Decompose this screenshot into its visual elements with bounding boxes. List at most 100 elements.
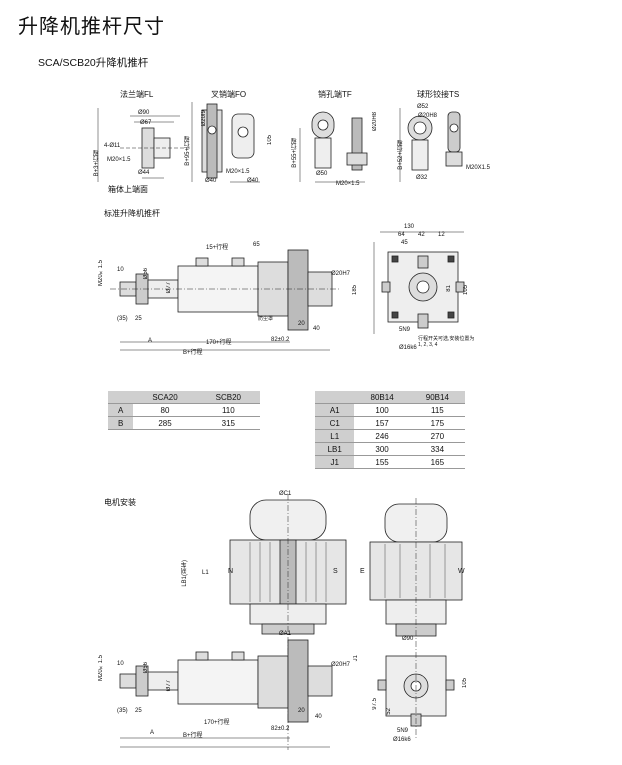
dim-mt-5n9: 5N9	[397, 728, 409, 734]
dim-mt-n: N	[228, 568, 234, 575]
standard-actuator-drawing	[110, 231, 465, 351]
dim-st-d77: Ø77	[166, 282, 172, 294]
dim-mt-b: B+行程	[183, 733, 203, 739]
dim-sv-12: 12	[438, 232, 445, 238]
end-label-fl: 法兰端FL	[120, 90, 154, 99]
dim-mt-e: E	[360, 568, 365, 575]
table-row: C1 157 175	[315, 416, 465, 430]
dim-mt-105: 105	[462, 678, 468, 689]
end-label-tf: 销孔端TF	[318, 90, 352, 99]
table1-cell: 285	[133, 416, 197, 430]
dim-sv-64: 64	[398, 232, 405, 238]
page-title: 升降机推杆尺寸	[18, 16, 165, 38]
dim-st-m20: M20×1.5	[98, 260, 104, 287]
dim-fo-m20: M20×1.5	[226, 169, 250, 175]
table2-header-80b14: 80B14	[354, 391, 410, 404]
table2-cell: 246	[354, 429, 410, 443]
dim-sv-81: 81	[446, 285, 452, 292]
table2-cell: 115	[409, 403, 465, 417]
dim-sv-130: 130	[404, 224, 415, 230]
table1-cell: A	[108, 403, 134, 417]
dim-mt-da1: ØA1	[279, 631, 292, 637]
dim-tf-d50: Ø50	[316, 171, 328, 177]
dim-mt-l1: L1	[202, 570, 209, 576]
dim-mt-m20: M20×1.5	[98, 655, 104, 682]
dim-ts-b52: B+52+行程	[398, 140, 404, 170]
dim-st-170: 170+行程	[206, 340, 232, 346]
dim-st-a: A	[148, 338, 153, 344]
page-subtitle: SCA/SCB20升降机推杆	[38, 57, 149, 69]
dim-st-20: 20	[298, 321, 305, 327]
table2-header-90b14: 90B14	[409, 391, 465, 404]
dim-mt-d77: Ø77	[166, 680, 172, 692]
table2-cell: LB1	[315, 442, 355, 456]
dim-mt-170: 170+行程	[204, 720, 230, 726]
dim-fl-d44: Ø44	[138, 170, 150, 176]
dim-st-40: 40	[313, 326, 320, 332]
motor-mount-drawing	[119, 494, 463, 750]
dim-mt-82: 82±0.2	[271, 726, 290, 732]
dim-sv-105: 105	[463, 285, 469, 296]
dim-ts-d52: Ø52	[417, 104, 429, 110]
section-standard: 标准升降机推杆	[104, 209, 160, 218]
dim-st-25: 25	[135, 316, 142, 322]
dim-fo-40: Ø40	[247, 178, 259, 184]
dim-tf-b55: B+55+行程	[292, 138, 298, 168]
dim-tf-m20: M20×1.5	[336, 181, 360, 187]
table-row: B 285 315	[108, 416, 260, 430]
dim-st-35: (35)	[117, 316, 128, 322]
dim-st-82: 82±0.2	[271, 337, 290, 343]
table2-cell: A1	[315, 403, 355, 417]
switch-note: 行程开关可选,安装位置为1, 2, 3, 4	[418, 336, 475, 348]
dim-st-b: B+行程	[183, 350, 203, 356]
table1-header-scb20: SCB20	[196, 391, 260, 404]
dim-sv-42: 42	[418, 232, 425, 238]
table2-cell: 334	[409, 442, 465, 456]
dim-ts-d20: Ø20H8	[418, 113, 438, 119]
table-row: J1 155 165	[315, 455, 465, 469]
dim-sv-5n9: 5N9	[399, 327, 411, 333]
dim-fo-105: 105	[267, 135, 273, 146]
dim-mt-d90: Ø90	[402, 636, 414, 642]
dim-mt-35: (35)	[117, 708, 128, 714]
table1-cell: B	[108, 416, 134, 430]
pinhole-end-drawing	[299, 111, 368, 183]
table-stroke-dims: SCA20 SCB20 A 80 110 B 285 315	[108, 391, 260, 430]
dim-ts-m20: M20X1.5	[466, 165, 491, 171]
dim-fl-d67: Ø67	[140, 120, 152, 126]
dim-mt-d20: Ø20H7	[331, 662, 351, 668]
dim-mt-975: 97.5	[372, 698, 378, 710]
section-motor: 电机安装	[104, 498, 136, 507]
table2-cell: 155	[354, 455, 410, 469]
dim-fo-d40: Ø40	[205, 178, 217, 184]
dim-mt-w: W	[458, 568, 465, 575]
dim-fo-d20: Ø20f9	[201, 110, 207, 127]
dim-mt-j1: J1	[353, 655, 359, 662]
table2-header-blank	[315, 391, 355, 404]
dim-st-dust: 防尘罩	[258, 316, 274, 322]
table1-header-blank	[108, 391, 134, 404]
table2-cell: J1	[315, 455, 355, 469]
end-label-fo: 叉销端FO	[211, 90, 247, 99]
table2-cell: 270	[409, 429, 465, 443]
dim-mt-52: 52	[386, 708, 392, 715]
dim-mt-s: S	[333, 568, 338, 575]
table2-cell: 300	[354, 442, 410, 456]
dim-mt-40: 40	[315, 714, 322, 720]
balljoint-end-drawing	[399, 108, 463, 182]
dim-sv-45: 45	[401, 240, 408, 246]
dim-mt-dc1: ØC1	[279, 491, 292, 497]
table-row: LB1 300 334	[315, 442, 465, 456]
housing-note: 箱体上端面	[108, 185, 148, 194]
dim-mt-10: 10	[117, 661, 124, 667]
table-motor-dims: 80B14 90B14 A1 100 115 C1 157 175 L1 246…	[315, 391, 465, 469]
dim-mt-lb1: LB1(刹车)	[182, 560, 188, 587]
table1-cell: 80	[133, 403, 197, 417]
dim-fo-b95: B+95+行程	[185, 136, 191, 166]
dim-st-10: 10	[117, 267, 124, 273]
table1-cell: 315	[196, 416, 260, 430]
end-label-ts: 球形铰接TS	[417, 90, 460, 99]
dim-mt-25: 25	[135, 708, 142, 714]
dim-fl-d90: Ø90	[138, 110, 150, 116]
dim-tf-d20: Ø20H8	[372, 112, 378, 132]
